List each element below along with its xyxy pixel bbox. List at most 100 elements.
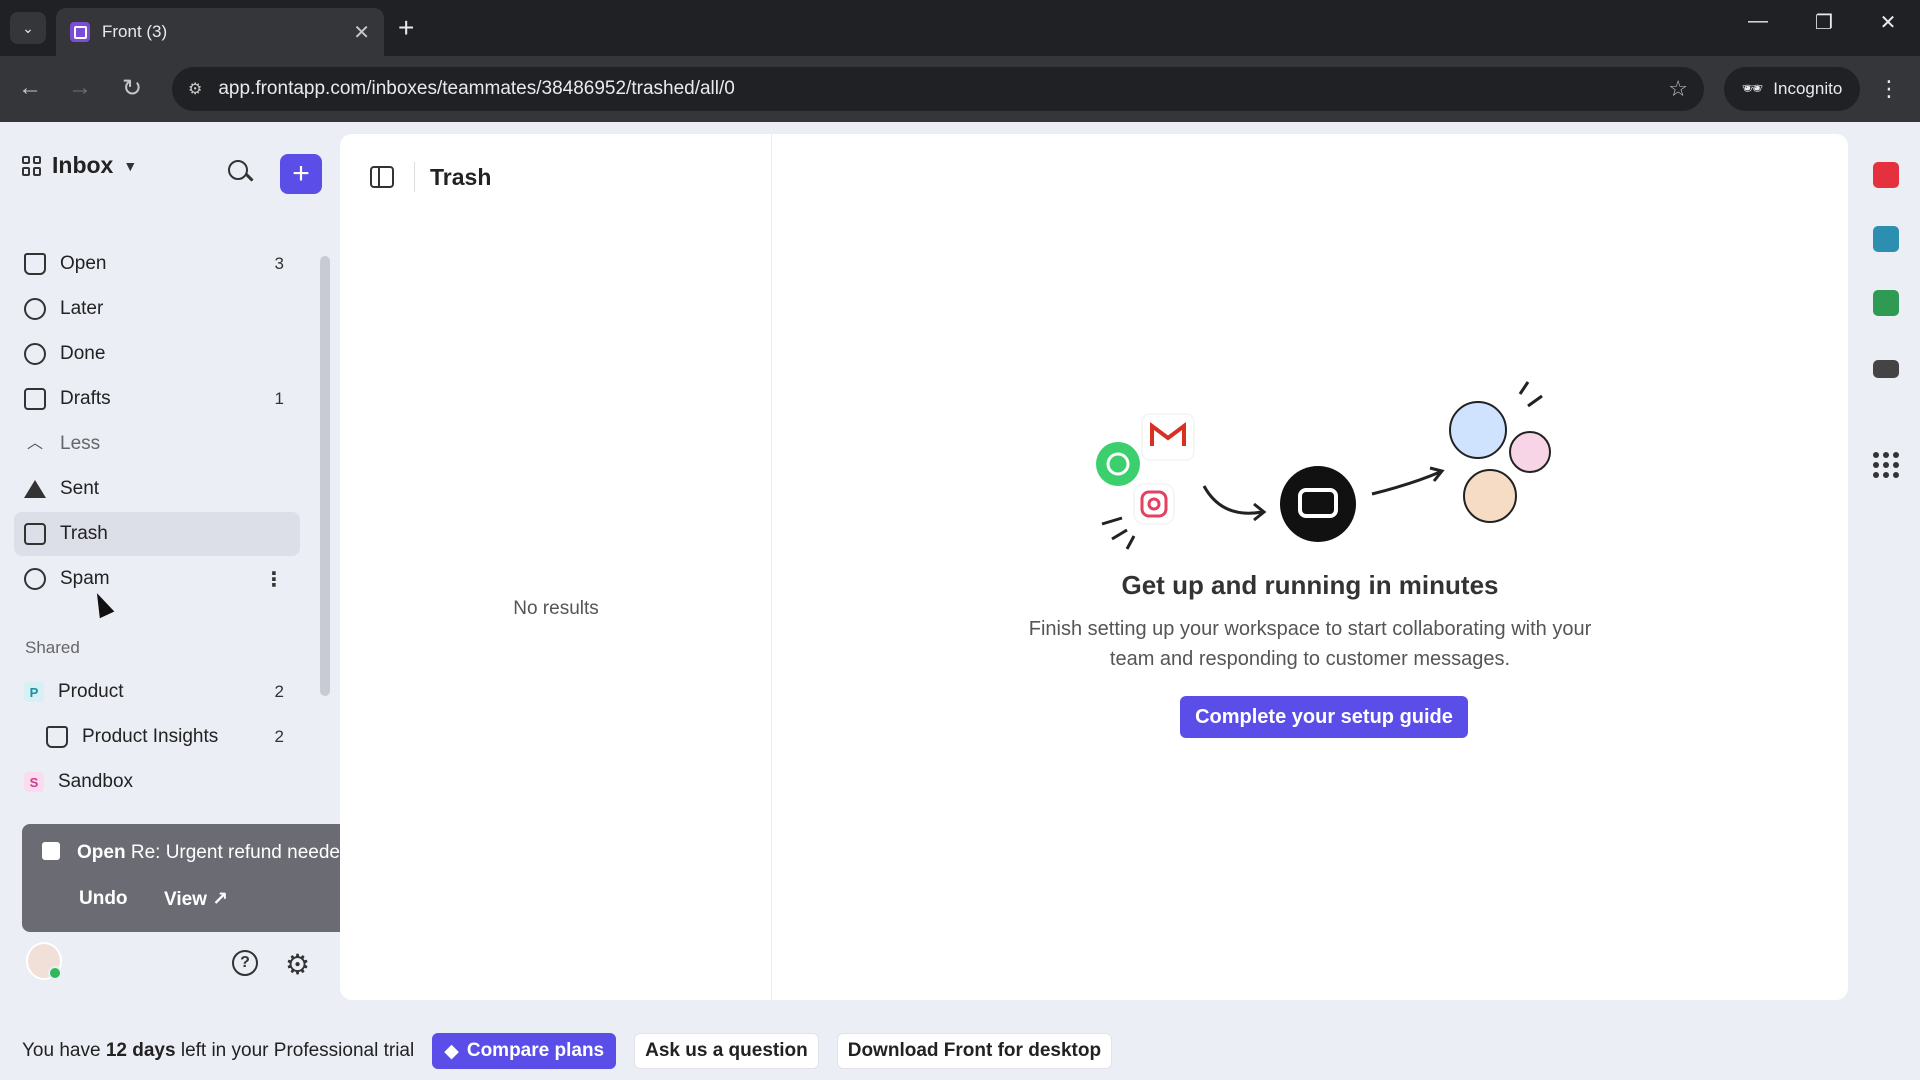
trial-days: 12 days [105,1040,176,1061]
keyboard-icon[interactable] [1873,360,1899,378]
external-link-icon: ↗ [212,889,229,910]
header-divider [414,162,415,192]
sidebar-item-label: Trash [60,523,108,544]
book-icon[interactable] [1873,290,1899,316]
compare-plans-button[interactable]: ◆ Compare plans [432,1033,617,1069]
more-options-icon[interactable]: ⋮ [264,568,284,591]
reload-icon[interactable]: ↻ [121,75,143,102]
main-panel: Trash No results [340,134,1848,1000]
clock-icon [24,298,46,320]
onboarding-illustration [1096,381,1551,550]
setup-guide-button[interactable]: Complete your setup guide [1180,696,1468,738]
document-icon [24,388,46,410]
sidebar-item-less[interactable]: ︿ Less [14,422,300,466]
inbox-tray-icon [46,726,68,748]
incognito-icon: 🕶 [1741,79,1764,98]
download-desktop-button[interactable]: Download Front for desktop [836,1033,1113,1069]
undo-button[interactable]: Undo [79,888,128,909]
sidebar-item-product-insights[interactable]: Product Insights 2 [14,715,300,759]
help-icon[interactable]: ? [232,950,258,976]
sidebar-toggle-icon[interactable] [370,166,394,188]
motion-lines [1101,516,1136,550]
sidebar-item-label: Done [60,343,106,364]
bookmark-star-icon[interactable]: ☆ [1668,76,1688,101]
sidebar-item-count: 2 [274,727,284,746]
new-tab-button[interactable]: + [398,12,415,43]
sidebar-item-drafts[interactable]: Drafts 1 [14,377,300,421]
sidebar-item-label: Less [60,433,101,454]
toast-subject: Re: Urgent refund needed [130,842,351,863]
sidebar-item-trash[interactable]: Trash [14,512,300,556]
undo-toast: Open Re: Urgent refund needed Undo View … [22,824,402,932]
send-icon [24,480,46,498]
forward-icon[interactable]: → [68,74,92,101]
trial-message: You have 12 days left in your Profession… [22,1040,414,1062]
front-logo-icon [1280,466,1356,542]
sidebar-item-done[interactable]: Done [14,332,300,376]
url-text[interactable]: app.frontapp.com/inboxes/teammates/38486… [218,78,735,99]
view-label: View [164,889,207,910]
arrow-icon [1202,485,1263,515]
inbox-tray-icon [24,253,46,275]
chevron-up-icon: ︿ [26,435,43,452]
sidebar-scrollbar[interactable] [320,244,330,810]
sidebar-item-label: Spam [60,568,110,589]
person-avatar-icon [1449,401,1507,459]
shared-section-label: Shared [25,638,80,657]
browser-tab[interactable]: Front (3) ✕ [56,8,384,56]
site-info-icon[interactable]: ⚙ [188,81,203,98]
trial-prefix: You have [22,1040,106,1061]
apps-grid-icon[interactable] [1873,452,1899,478]
tab-search-button[interactable]: ⌄ [10,12,46,44]
tab-close-icon[interactable]: ✕ [353,21,370,44]
conversation-list: Trash No results [340,134,772,1000]
browser-menu-icon[interactable]: ⋮ [1878,76,1900,101]
gear-icon[interactable]: ⚙ [285,949,311,980]
calendar-icon[interactable] [1873,162,1899,188]
ask-question-button[interactable]: Ask us a question [634,1033,819,1069]
minimize-icon[interactable]: — [1748,10,1768,32]
incognito-indicator[interactable]: 🕶 Incognito [1724,67,1860,111]
search-icon[interactable] [226,158,256,188]
sidebar-item-sandbox[interactable]: S Sandbox [14,760,300,804]
sidebar-item-sent[interactable]: Sent [14,467,300,511]
alert-icon [24,568,46,590]
sidebar-item-spam[interactable]: Spam ⋮ [14,557,300,601]
onboarding-title: Get up and running in minutes [1121,570,1499,600]
sidebar-item-count: 3 [274,254,284,273]
sidebar-item-open[interactable]: Open 3 [14,242,300,286]
sidebar-item-label: Sent [60,478,100,499]
trial-suffix: left in your Professional trial [175,1040,415,1061]
avatar[interactable] [26,942,62,980]
view-button[interactable]: View ↗ [164,888,228,911]
sidebar-item-count: 1 [274,389,284,408]
check-circle-icon [24,343,46,365]
sidebar-item-label: Later [60,298,104,319]
sidebar-item-count: 2 [274,682,284,701]
close-window-icon[interactable]: ✕ [1879,12,1897,34]
sidebar-item-later[interactable]: Later [14,287,300,331]
compare-plans-label: Compare plans [466,1040,605,1061]
page-title: Trash [430,164,492,190]
toast-checkbox[interactable] [42,842,60,860]
address-bar[interactable]: ⚙ app.frontapp.com/inboxes/teammates/384… [172,67,1704,111]
compose-button[interactable]: + [280,154,322,194]
sidebar-title: Inbox [52,152,114,178]
diamond-icon: ◆ [444,1040,459,1062]
toast-message: Open Re: Urgent refund needed [77,842,351,864]
trash-icon [24,523,46,545]
team-badge: S [24,772,44,792]
whatsapp-icon [1096,442,1140,486]
sidebar-item-label: Sandbox [58,771,134,792]
team-badge: P [24,682,44,702]
contacts-icon[interactable] [1873,226,1899,252]
inbox-switcher[interactable]: Inbox ▼ [22,152,137,179]
tab-title: Front (3) [102,22,168,41]
instagram-icon [1133,483,1175,525]
back-icon[interactable]: ← [18,74,42,101]
sidebar-item-product[interactable]: P Product 2 [14,670,300,714]
browser-tabbar: ⌄ Front (3) ✕ + — ❐ ✕ [0,0,1920,56]
incognito-label: Incognito [1773,79,1843,98]
toast-status: Open [77,842,126,863]
restore-icon[interactable]: ❐ [1815,12,1833,34]
